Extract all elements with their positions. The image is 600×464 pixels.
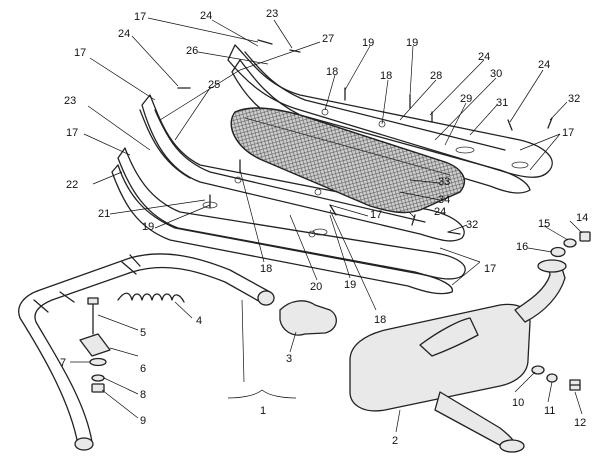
callout-24: 24 — [118, 28, 130, 40]
callout-33: 33 — [438, 176, 450, 188]
washer-15 — [563, 238, 577, 248]
nut-9 — [91, 383, 105, 393]
lower-side-rail-assembly — [111, 147, 466, 295]
callout-28: 28 — [430, 70, 442, 82]
callout-8: 8 — [140, 389, 146, 401]
callout-17: 17 — [134, 11, 146, 23]
callout-19: 19 — [406, 37, 418, 49]
callout-18: 18 — [374, 314, 386, 326]
washer-7 — [89, 357, 107, 367]
callout-17: 17 — [370, 209, 382, 221]
callout-7: 7 — [60, 357, 66, 369]
washer-16 — [550, 246, 566, 258]
callout-3: 3 — [286, 353, 292, 365]
upper-side-rail-assembly — [227, 44, 553, 194]
callout-21: 21 — [98, 208, 110, 220]
callout-19: 19 — [142, 221, 154, 233]
rubber-buffer — [279, 300, 337, 336]
callout-11: 11 — [544, 405, 555, 417]
lock-washer-8 — [91, 374, 105, 382]
callout-27: 27 — [322, 33, 334, 45]
leader-lines — [70, 17, 583, 433]
callout-15: 15 — [538, 218, 550, 230]
nut-14 — [579, 231, 591, 242]
callout-25: 25 — [208, 79, 220, 91]
callout-24: 24 — [478, 51, 490, 63]
callout-23: 23 — [266, 8, 278, 20]
callout-6: 6 — [140, 363, 146, 375]
callout-24: 24 — [538, 59, 550, 71]
bolt-5 — [87, 297, 99, 335]
callout-19: 19 — [344, 279, 356, 291]
washer-11 — [546, 373, 558, 383]
callout-24: 24 — [200, 10, 212, 22]
frame-tube — [18, 253, 275, 451]
middle-side-rail-assembly — [139, 94, 465, 242]
callout-32: 32 — [568, 93, 580, 105]
mesh-grille-panel — [230, 107, 465, 214]
callout-2: 2 — [392, 435, 398, 447]
callout-17: 17 — [66, 127, 78, 139]
callout-18: 18 — [260, 263, 272, 275]
callout-19: 19 — [362, 37, 374, 49]
callout-24: 24 — [434, 206, 446, 218]
callout-26: 26 — [186, 45, 198, 57]
callout-29: 29 — [460, 93, 472, 105]
callout-17: 17 — [562, 127, 574, 139]
callout-18: 18 — [326, 66, 338, 78]
callout-4: 4 — [196, 315, 202, 327]
callout-23: 23 — [64, 95, 76, 107]
callout-32: 32 — [466, 219, 478, 231]
callout-22: 22 — [66, 179, 78, 191]
callout-16: 16 — [516, 241, 528, 253]
exhaust-silencer — [349, 259, 567, 453]
callout-labels: 17 24 23 24 26 27 19 19 17 18 18 28 24 3… — [60, 8, 588, 447]
callout-9: 9 — [140, 415, 146, 427]
callout-5: 5 — [140, 327, 146, 339]
tension-spring — [117, 292, 185, 303]
callout-12: 12 — [574, 417, 586, 429]
callout-1: 1 — [260, 405, 266, 417]
callout-34: 34 — [438, 194, 450, 206]
callout-14: 14 — [576, 212, 588, 224]
callout-31: 31 — [496, 97, 508, 109]
callout-20: 20 — [310, 281, 322, 293]
callout-17: 17 — [484, 263, 496, 275]
callout-30: 30 — [490, 68, 502, 80]
bracket-6 — [79, 333, 111, 357]
callout-17: 17 — [74, 47, 86, 59]
callout-10: 10 — [512, 397, 524, 409]
callout-18: 18 — [380, 70, 392, 82]
bolt-12 — [569, 379, 581, 391]
